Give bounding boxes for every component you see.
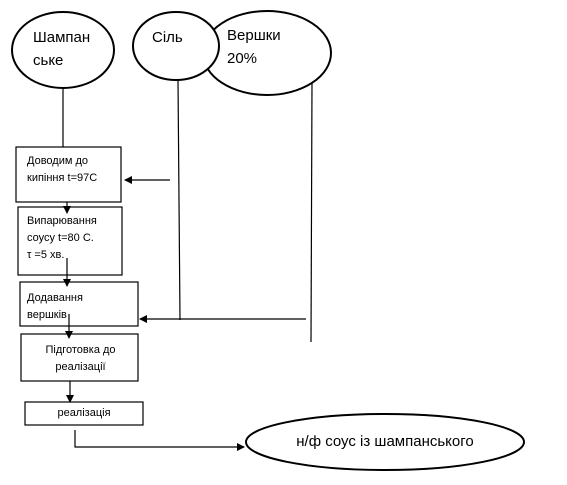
- output-product-ellipse: [245, 413, 525, 471]
- step-boil-box: [15, 146, 122, 203]
- step-evaporate-label: Випарювання соусу t=80 С. τ =5 хв.: [27, 215, 97, 262]
- step-add-cream-box: [19, 281, 139, 327]
- input-cream-label: Вершки 20%: [227, 27, 281, 68]
- connector-cream-vertical: [310, 82, 313, 343]
- step-add-cream-label: Додавання вершків: [27, 292, 83, 322]
- step-sell-box: [24, 401, 144, 426]
- step-prepare-box: [20, 333, 139, 382]
- step-prepare-label: Підготовка до реалізації: [45, 344, 116, 374]
- output-product-label: н/ф соус із шампанського: [296, 433, 474, 450]
- step-boil-label: Доводим до кипіння t=97С: [27, 155, 98, 185]
- input-salt-ellipse: [132, 11, 220, 81]
- connector-salt-vertical: [177, 79, 181, 321]
- step-sell-label: реалізація: [57, 407, 111, 419]
- input-salt-label: Сіль: [152, 29, 183, 46]
- input-champagne-label: Шампан ське: [33, 29, 91, 70]
- arrow-sell-to-output: [74, 430, 245, 451]
